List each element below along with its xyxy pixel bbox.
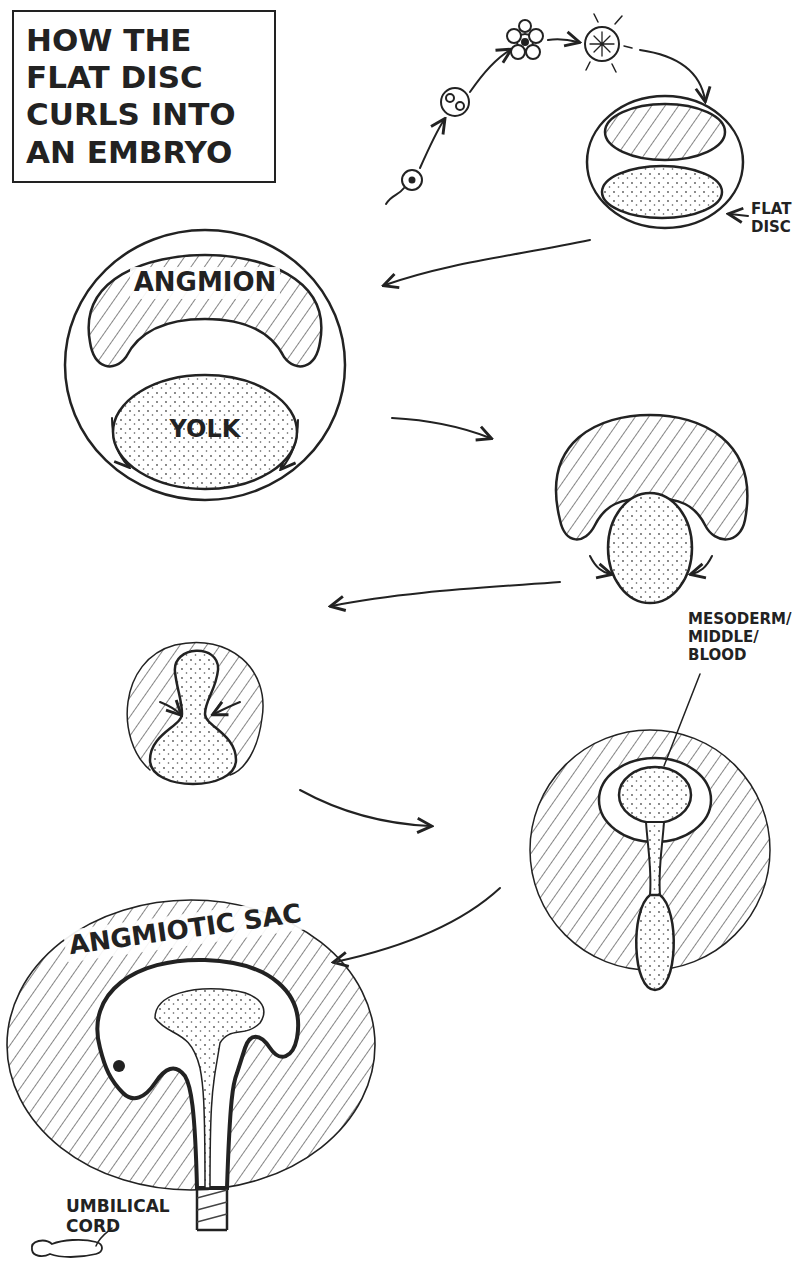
title-box: HOW THE FLAT DISC CURLS INTO AN EMBRYO xyxy=(12,10,276,183)
title: HOW THE FLAT DISC CURLS INTO AN EMBRYO xyxy=(14,12,274,181)
amniotic-sac: ANGMIOTIC SAC xyxy=(5,898,377,1192)
amnion-shape: ANGMION xyxy=(70,247,340,375)
callout-label: FLAT DISC xyxy=(751,200,807,236)
yolk-shape: YOLK xyxy=(110,372,300,492)
callout-label: MESODERM/ MIDDLE/ BLOOD xyxy=(688,610,800,664)
node-label: YOLK xyxy=(170,416,241,444)
callout-label: UMBILICAL CORD xyxy=(66,1196,190,1237)
node-label: ANGMION xyxy=(130,267,281,299)
